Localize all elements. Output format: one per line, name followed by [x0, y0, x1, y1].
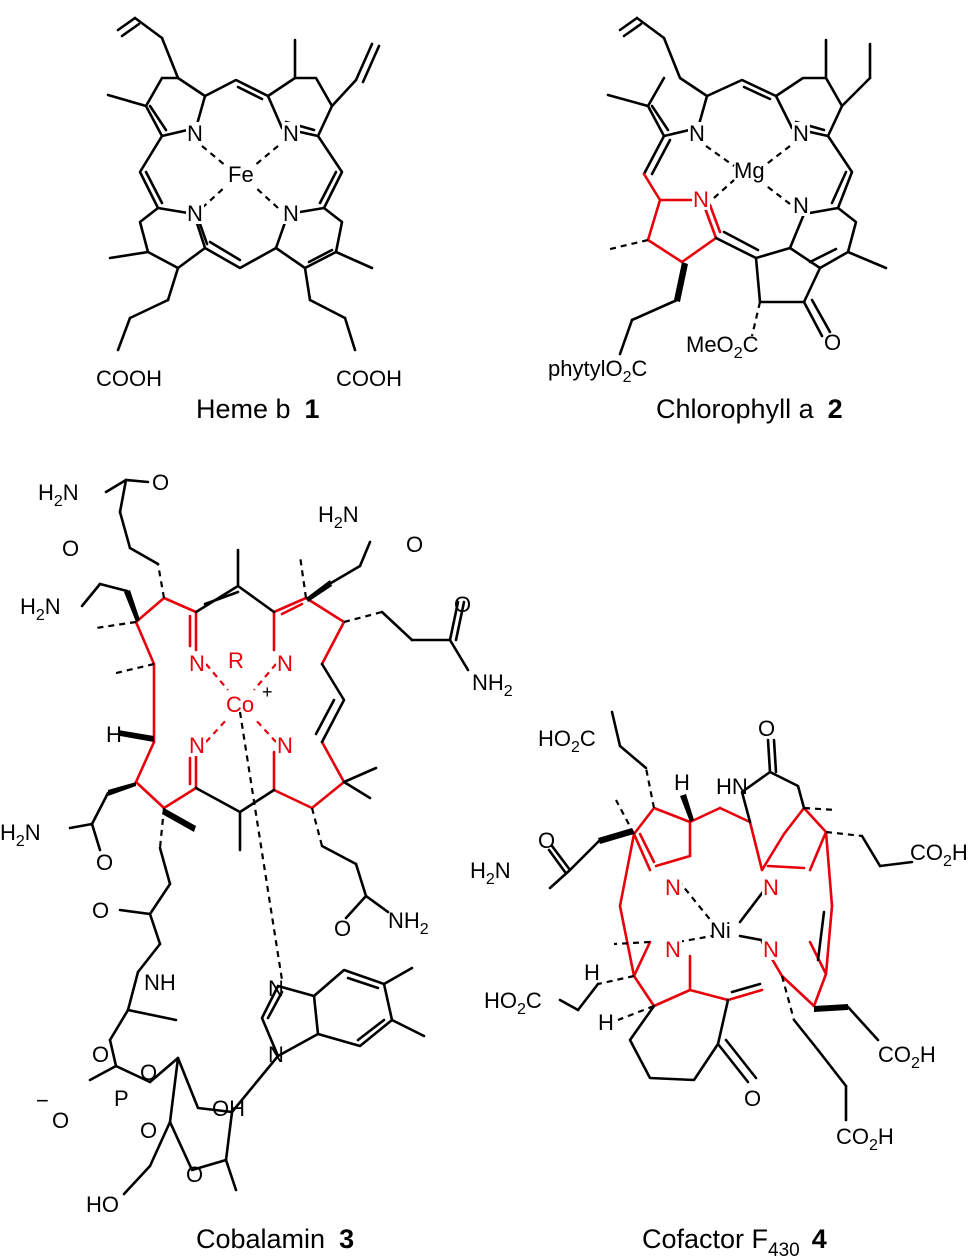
chl-n3: N — [693, 187, 709, 212]
heme-metal: Fe — [228, 162, 254, 187]
heme-n1: N — [187, 121, 203, 146]
cbl-o-phos-2: O — [140, 1060, 157, 1085]
cbl-o-phos-3: O — [52, 1108, 69, 1133]
cbl-minus: − — [36, 1088, 49, 1113]
cbl-charge: + — [262, 682, 273, 702]
f430-h-1: H — [674, 770, 690, 795]
f430-o-lactam: O — [758, 716, 775, 741]
cbl-o-phos-1: O — [92, 1042, 109, 1067]
f430-n4: N — [763, 937, 779, 962]
cbl-o-e: O — [96, 850, 113, 875]
cbl-n3: N — [189, 733, 205, 758]
cbl-bzim-n1: N — [268, 976, 284, 1001]
heme-acid-2: COOH — [336, 366, 402, 391]
chl-n1: N — [689, 121, 705, 146]
cbl-p: P — [114, 1086, 129, 1111]
chl-metal: Mg — [734, 158, 765, 183]
cbl-oh: OH — [212, 1096, 245, 1121]
f430-o-amide: O — [538, 828, 555, 853]
cbl-amide-a: H2N — [38, 480, 79, 510]
f430-acid-3: HO2C — [484, 988, 542, 1018]
cbl-o-ring: O — [186, 1162, 203, 1187]
cbl-r-group: R — [228, 648, 244, 673]
f430-h-3: H — [598, 1010, 614, 1035]
chlorophyll-a-structure: N N N N Mg O phytylO2C MeO2C Chlorophyll… — [548, 16, 888, 424]
f430-metal: Ni — [710, 918, 731, 943]
cbl-o-f: O — [92, 898, 109, 923]
chl-n2: N — [793, 121, 809, 146]
cbl-n2: N — [277, 651, 293, 676]
cbl-amide-c: H2N — [318, 502, 359, 532]
cbl-ho: HO — [86, 1192, 119, 1217]
chl-oxo: O — [824, 330, 841, 355]
cbl-bzim-n2: N — [268, 1042, 284, 1067]
f430-n1: N — [665, 875, 681, 900]
f430-n2: N — [763, 875, 779, 900]
cbl-o-c: O — [406, 532, 423, 557]
cbl-amide-e: H2N — [0, 820, 41, 850]
f430-amide: H2N — [470, 858, 511, 888]
f430-hn: HN — [716, 774, 748, 799]
cbl-nh2-d: NH2 — [472, 670, 513, 700]
cbl-nh2-g: NH2 — [388, 908, 429, 938]
cbl-n4: N — [277, 733, 293, 758]
heme-acid-1: COOH — [96, 366, 162, 391]
cbl-h: H — [106, 722, 122, 747]
f430-acid-4: CO2H — [878, 1042, 936, 1072]
heme-n3: N — [187, 201, 203, 226]
cbl-o-g: O — [334, 916, 351, 941]
f430-h-2: H — [584, 960, 600, 985]
cbl-amide-b: H2N — [20, 594, 61, 624]
cofactor-f430-structure: N N N N Ni H HN O HO2C O H2N CO2H H HO2C… — [470, 710, 968, 1260]
f430-acid-2: CO2H — [910, 840, 968, 870]
chl-n4: N — [793, 193, 809, 218]
cbl-n1: N — [189, 651, 205, 676]
f430-acid-5: CO2H — [836, 1124, 894, 1154]
chl-phytyl-ester: phytylO2C — [548, 356, 648, 386]
cbl-o-a: O — [152, 470, 169, 495]
heme-n4: N — [283, 201, 299, 226]
cbl-nh: NH — [144, 970, 176, 995]
chl-methyl-ester: MeO2C — [686, 332, 759, 362]
f430-n3: N — [665, 937, 681, 962]
cbl-o-d: O — [454, 592, 471, 617]
f430-o-ketone: O — [744, 1086, 761, 1111]
f430-acid-1: HO2C — [538, 726, 596, 756]
cbl-o-b: O — [62, 536, 79, 561]
cbl-metal: Co — [226, 692, 254, 717]
cbl-o-phos-4: O — [140, 1118, 157, 1143]
heme-n2: N — [283, 121, 299, 146]
cobalamin-structure: N N N N R Co + H H2N O H2N O H2N O O NH2… — [0, 470, 513, 1254]
